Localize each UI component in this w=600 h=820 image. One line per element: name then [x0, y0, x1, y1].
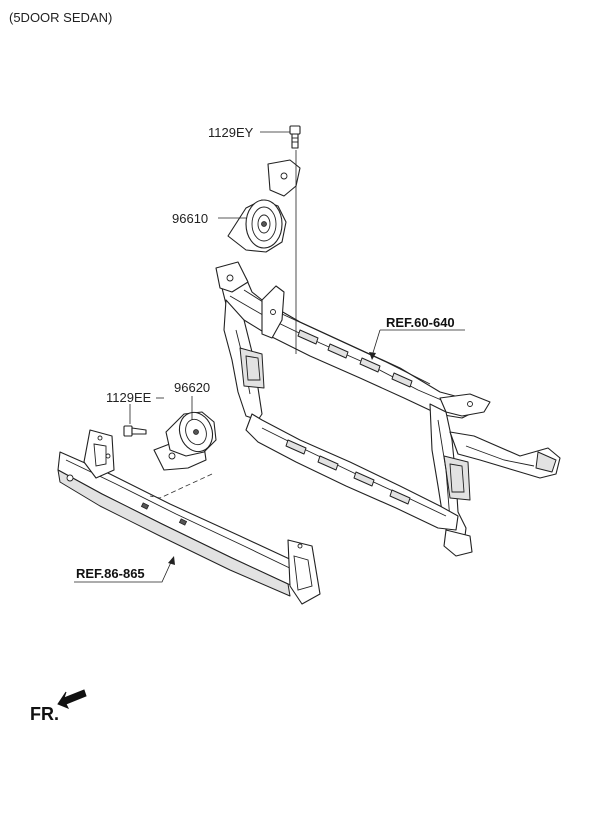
callout-1129ey: 1129EY	[208, 125, 254, 140]
horn-96620	[153, 411, 217, 471]
callout-1129ee: 1129EE	[106, 390, 152, 405]
front-direction-arrow-icon	[57, 689, 87, 709]
bolt-1129ey	[289, 125, 301, 149]
callout-96620: 96620	[174, 380, 210, 395]
bolt-1129ee	[123, 425, 147, 437]
callout-96610: 96610	[172, 211, 208, 226]
horn-96610	[227, 159, 301, 253]
variant-heading: (5DOOR SEDAN)	[9, 10, 112, 25]
front-end-carrier	[215, 261, 561, 557]
ref-carrier: REF.60-640	[386, 315, 455, 330]
ref-bumper-beam: REF.86-865	[76, 566, 145, 581]
front-direction-label: FR.	[30, 704, 59, 724]
bumper-beam	[57, 429, 321, 605]
